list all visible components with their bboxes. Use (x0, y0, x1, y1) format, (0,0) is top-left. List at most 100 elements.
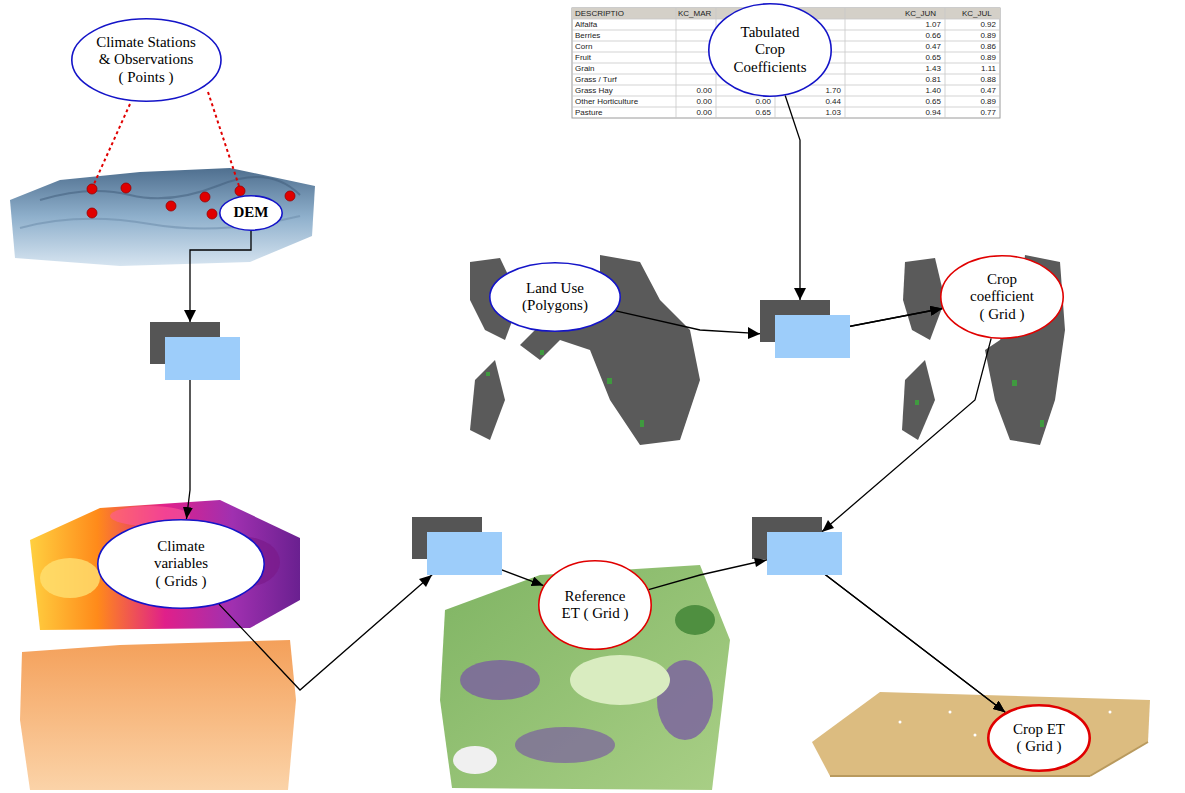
land-patch (1012, 380, 1017, 386)
table-cell: 1.11 (946, 63, 996, 74)
table-cell: 0.47 (891, 41, 941, 52)
dem-surface (10, 168, 315, 266)
process-icon (412, 517, 502, 575)
climate-grid-surface (30, 500, 300, 630)
table-cell: Berries (575, 30, 600, 41)
leader-line (208, 92, 239, 186)
output-ellipse: Crop ET ( Grid ) (987, 704, 1091, 772)
process-icon (760, 300, 850, 358)
node-label: Climate Stations & Observations ( Points… (95, 34, 196, 86)
table-cell: Pasture (575, 107, 603, 118)
land-patch (607, 378, 612, 384)
table-cell: 0.86 (946, 41, 996, 52)
connector-group (186, 96, 1005, 713)
station-dot (207, 209, 217, 219)
node-label: Reference ET ( Grid ) (560, 588, 630, 623)
et-blob (460, 660, 540, 700)
node-label: Land Use (Polygons) (520, 280, 590, 315)
arrowhead (748, 327, 760, 339)
input-ellipse: Tabulated Crop Coefficients (708, 3, 832, 97)
node-label: Climate variables ( Grids ) (151, 538, 211, 590)
table-cell: Grass / Turf (575, 74, 617, 85)
station-dot (166, 201, 176, 211)
table-rule (572, 107, 1000, 108)
arrowhead (184, 310, 196, 322)
table-cell: Grain (575, 63, 595, 74)
ellipse-outline (988, 705, 1089, 770)
process-icon (752, 517, 842, 575)
land-patch (915, 400, 919, 405)
node-label: DEM (234, 204, 269, 221)
table-cell: 0.81 (891, 74, 941, 85)
process-square (427, 532, 502, 575)
ellipse-outline (490, 263, 620, 331)
table-cell: 1.70 (791, 85, 841, 96)
station-dot (121, 183, 131, 193)
station-dot (200, 192, 210, 202)
flow-arrow (797, 338, 1005, 712)
table-cell: Fruit (575, 52, 591, 63)
input-ellipse: Land Use (Polygons) (489, 262, 621, 332)
et-blob (675, 605, 715, 635)
land-polygon (902, 360, 935, 440)
table-rule (845, 8, 846, 118)
crop-et-surface (812, 692, 1150, 776)
ellipse-outline (220, 196, 282, 230)
land-patch (1040, 420, 1044, 427)
station-dot (285, 191, 295, 201)
land-patch (540, 350, 544, 355)
table-cell: 0.94 (891, 107, 941, 118)
node-label: Tabulated Crop Coefficients (730, 24, 810, 76)
ellipse-outline (941, 256, 1063, 338)
input-ellipse: DEM (219, 195, 283, 231)
flow-arrow (649, 553, 1006, 712)
ellipse-outline (98, 520, 264, 608)
table-cell: Corn (575, 41, 592, 52)
table-rule (676, 8, 677, 118)
table-cell: Alfalfa (575, 19, 597, 30)
land-patch (640, 420, 644, 427)
input-ellipse: Climate Stations & Observations ( Points… (71, 18, 222, 102)
table-cell: KC_MAR (678, 8, 711, 19)
arrowhead (754, 558, 767, 567)
crop-coefficient-map (902, 255, 1065, 445)
table-cell: 0.44 (791, 96, 841, 107)
table-cell: KC_JUL (962, 8, 992, 19)
table-cell: 0.89 (946, 96, 996, 107)
land-patch (486, 372, 490, 376)
ellipse-outline (709, 4, 831, 96)
table-cell: DESCRIPTIO (575, 8, 624, 19)
output-ellipse: Crop coefficient ( Grid ) (940, 255, 1064, 339)
et-blob (570, 655, 670, 705)
table-cell: 0.77 (946, 107, 996, 118)
slab-edge (1090, 742, 1148, 776)
input-ellipse: Climate variables ( Grids ) (97, 519, 265, 609)
table-cell: 0.89 (946, 30, 996, 41)
table-frame (572, 8, 1000, 118)
slab-edge (830, 775, 1090, 777)
table-cell: KC_JUN (905, 8, 936, 19)
table-cell: 1.40 (891, 85, 941, 96)
process-input-heads (184, 288, 834, 587)
station-dot (87, 208, 97, 218)
et-blob (453, 746, 497, 774)
node-label: Crop coefficient ( Grid ) (967, 271, 1037, 323)
surface-speck (899, 721, 902, 724)
table-cell: Grass Hay (575, 85, 613, 96)
table-cell: 0.65 (891, 96, 941, 107)
process-square (775, 315, 850, 358)
flow-arrow (785, 96, 942, 336)
surface-speck (974, 734, 977, 737)
table-cell: 0.00 (662, 107, 712, 118)
surface-speck (949, 711, 952, 714)
station-dot (87, 184, 97, 194)
process-square (767, 532, 842, 575)
climate-grid-surface (20, 640, 296, 790)
table-cell: Other Horticulture (575, 96, 638, 107)
table-grid (572, 8, 1000, 118)
table-cell: 0.66 (891, 30, 941, 41)
